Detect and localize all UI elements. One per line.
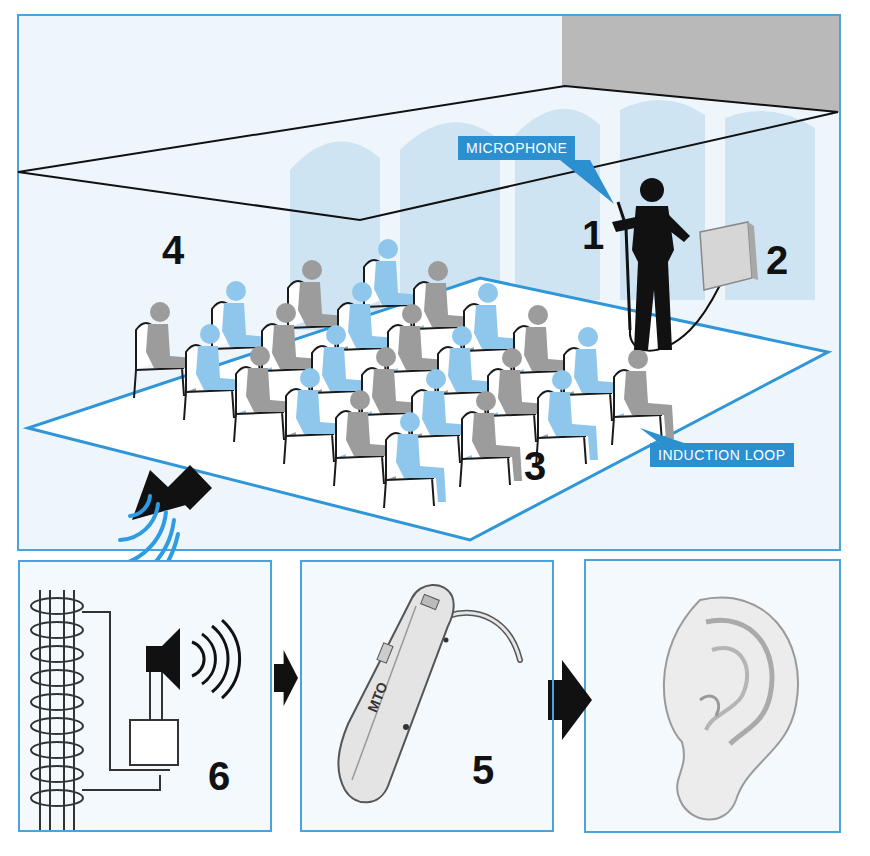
callout-label: INDUCTION LOOP xyxy=(658,447,786,463)
seated-person xyxy=(384,412,446,508)
callout-box: INDUCTION LOOP xyxy=(650,443,794,467)
callout-number: 3 xyxy=(524,446,546,486)
callout-number: 1 xyxy=(582,215,604,255)
seated-person xyxy=(460,391,522,487)
callout-number: 2 xyxy=(766,240,788,280)
ear-panel xyxy=(585,560,840,832)
coil-panel: 6 xyxy=(18,560,272,832)
callout-number: 5 xyxy=(472,750,494,790)
hearing-aid-panel: 5 xyxy=(300,560,554,832)
callout-box: MICROPHONE xyxy=(458,136,575,160)
seated-person xyxy=(612,349,674,445)
callout-number: 6 xyxy=(208,756,230,796)
callout-label: MICROPHONE xyxy=(466,140,567,156)
flow-arrow xyxy=(274,650,298,706)
callout-number: 4 xyxy=(162,230,184,270)
